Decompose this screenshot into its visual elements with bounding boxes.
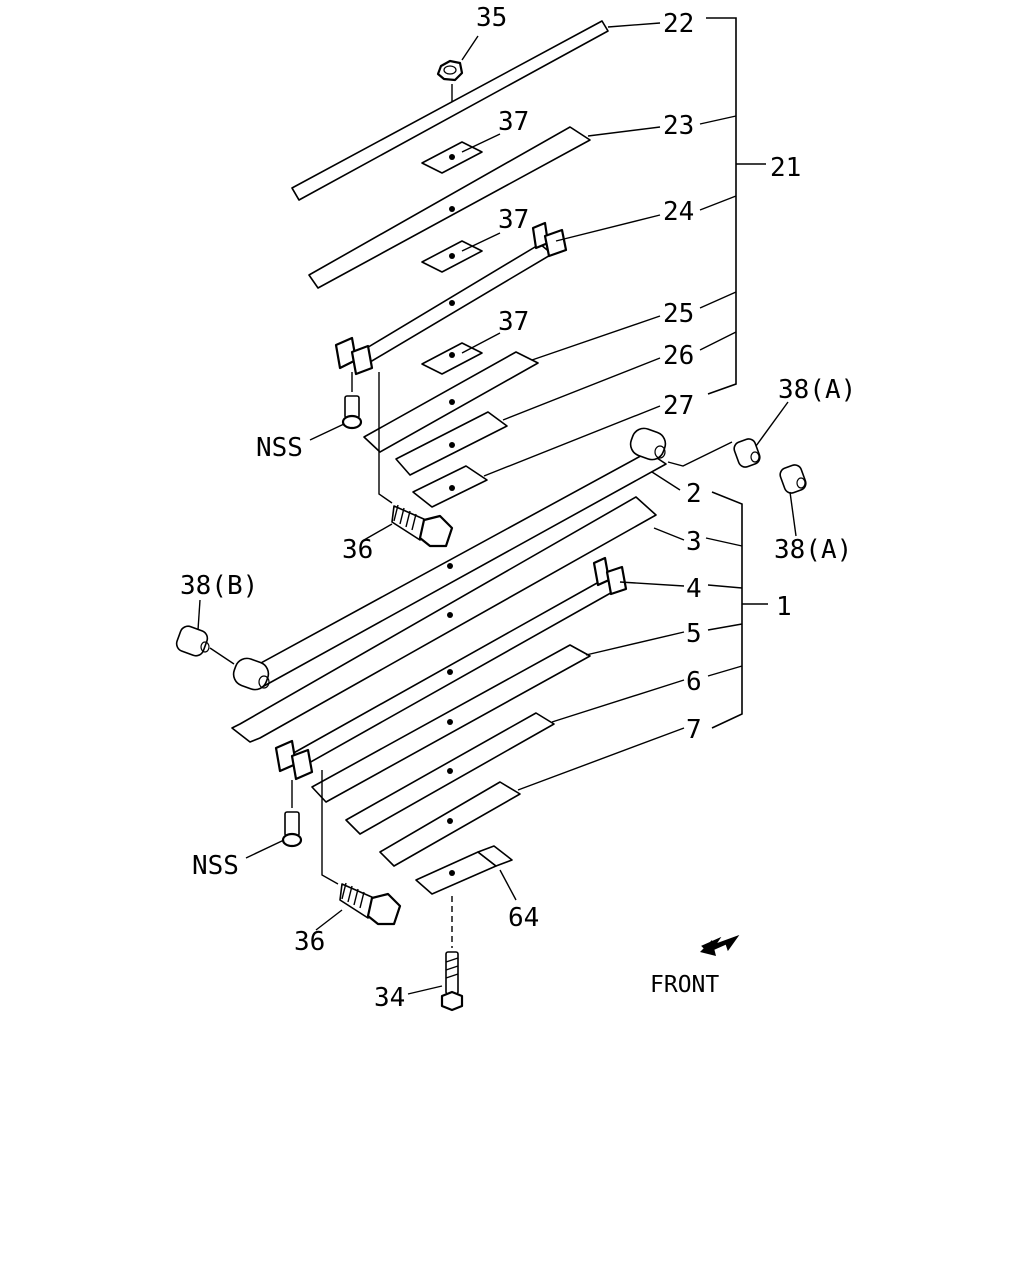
leaf-3 [231, 496, 657, 743]
callout-21: 21 [770, 153, 801, 183]
front-label: FRONT [650, 972, 719, 998]
callout-nss-bottom: NSS [192, 851, 239, 881]
callout-27: 27 [663, 391, 694, 421]
callout-2: 2 [686, 479, 702, 509]
callout-4: 4 [686, 574, 702, 604]
callout-6: 6 [686, 667, 702, 697]
callout-24: 24 [663, 197, 694, 227]
center-bolt-34 [440, 896, 464, 1012]
leaf-6 [345, 712, 555, 835]
leaf-24 [334, 221, 568, 376]
callout-64: 64 [508, 903, 539, 933]
plate-64 [415, 845, 513, 895]
callout-37-low: 37 [498, 307, 529, 337]
leaf-27 [412, 465, 488, 508]
front-arrow-icon [700, 934, 740, 956]
bushing-38a-top [667, 438, 761, 468]
callout-37-mid: 37 [498, 205, 529, 235]
callout-3: 3 [686, 527, 702, 557]
main-leaf-2 [232, 427, 667, 691]
bracket-21 [706, 17, 766, 395]
callout-38a-top: 38(A) [778, 375, 856, 405]
bolt-36-top [378, 372, 454, 548]
bushing-38b [175, 625, 235, 665]
leaf-22 [291, 20, 609, 201]
callout-23: 23 [663, 111, 694, 141]
bracket-1 [711, 491, 768, 729]
leaf-23 [308, 126, 591, 289]
callout-36-top: 36 [342, 535, 373, 565]
callout-35: 35 [476, 3, 507, 33]
leaf-4 [274, 556, 628, 781]
callout-nss-top: NSS [256, 433, 303, 463]
callout-37-top: 37 [498, 107, 529, 137]
callout-26: 26 [663, 341, 694, 371]
leaf-25 [363, 351, 539, 453]
rivet-nss-bottom [281, 780, 303, 848]
callout-38a-mid: 38(A) [774, 535, 852, 565]
callout-25: 25 [663, 299, 694, 329]
callout-1: 1 [776, 592, 792, 622]
leader-lines [197, 22, 797, 995]
callout-5: 5 [686, 619, 702, 649]
callout-34: 34 [374, 983, 405, 1013]
callout-22: 22 [663, 9, 694, 39]
leaf-26 [395, 411, 508, 476]
rivet-nss-top [341, 372, 363, 430]
bolt-36-bottom [321, 770, 402, 926]
leaf-7 [379, 781, 521, 867]
callout-7: 7 [686, 715, 702, 745]
callout-38b: 38(B) [180, 571, 258, 601]
bushing-38a-mid [779, 464, 807, 494]
callout-36-bottom: 36 [294, 927, 325, 957]
